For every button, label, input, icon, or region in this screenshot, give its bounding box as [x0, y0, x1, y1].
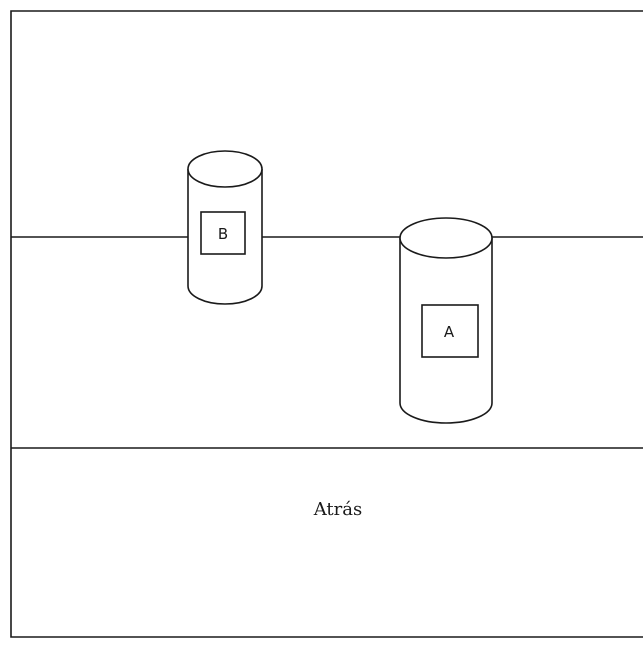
- cylinder-b: B: [187, 150, 263, 305]
- cylinder-a: A: [399, 217, 493, 424]
- outer-frame: [10, 10, 643, 638]
- cylinder-a-label-box: [421, 304, 479, 358]
- cylinder-a-top: [399, 217, 493, 259]
- cylinder-a-label: A: [444, 323, 455, 341]
- back-region-label: Atrás: [313, 499, 363, 520]
- cylinder-b-top: [187, 150, 263, 188]
- cylinder-b-label-box: [200, 211, 246, 255]
- cylinder-b-label: B: [218, 225, 228, 243]
